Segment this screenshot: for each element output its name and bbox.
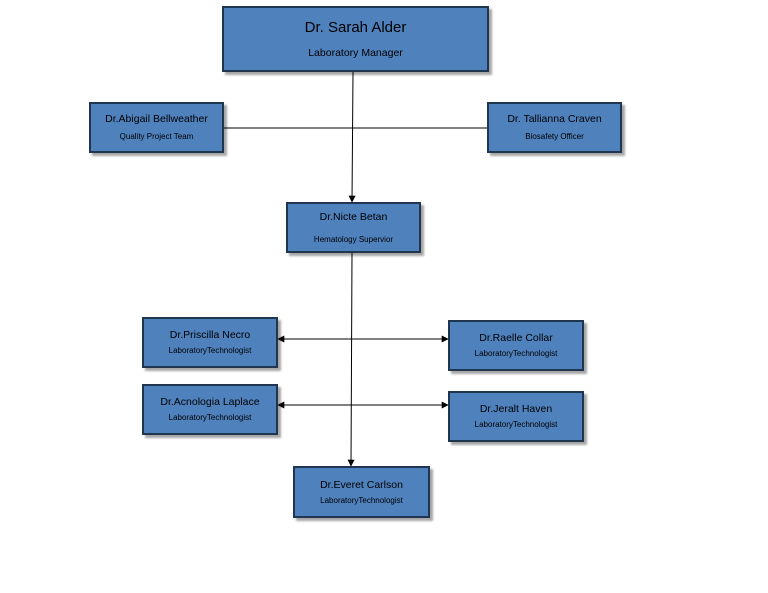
supervisor-name: Dr.Nicte Betan bbox=[319, 210, 388, 223]
technologist-name: Dr.Acnologia Laplace bbox=[160, 396, 260, 408]
quality-team-name: Dr.Abigail Bellweather bbox=[105, 113, 208, 125]
biosafety-officer-name: Dr. Tallianna Craven bbox=[507, 113, 602, 125]
technologist-box-haven: Dr.Jeralt Haven LaboratoryTechnologist bbox=[448, 391, 584, 442]
technologist-name: Dr.Raelle Collar bbox=[479, 332, 553, 344]
manager-name: Dr. Sarah Alder bbox=[304, 19, 407, 36]
quality-team-box: Dr.Abigail Bellweather Quality Project T… bbox=[89, 102, 224, 153]
technologist-role: LaboratoryTechnologist bbox=[168, 413, 252, 422]
technologist-box-necro: Dr.Priscilla Necro LaboratoryTechnologis… bbox=[142, 317, 278, 368]
manager-role: Laboratory Manager bbox=[308, 47, 403, 59]
supervisor-to-carlson-arrow bbox=[347, 252, 355, 467]
technologist-name: Dr.Jeralt Haven bbox=[479, 403, 553, 415]
technologist-box-carlson: Dr.Everet Carlson LaboratoryTechnologist bbox=[293, 466, 430, 518]
technologist-role: LaboratoryTechnologist bbox=[474, 420, 558, 429]
technologist-role: LaboratoryTechnologist bbox=[474, 349, 558, 358]
technologist-role: LaboratoryTechnologist bbox=[168, 346, 252, 355]
biosafety-officer-role: Biosafety Officer bbox=[525, 132, 584, 141]
supervisor-role: Hematology Supervior bbox=[313, 234, 394, 244]
quality-team-role: Quality Project Team bbox=[119, 132, 194, 141]
manager-to-supervisor-arrow bbox=[348, 71, 356, 203]
technologist-box-collar: Dr.Raelle Collar LaboratoryTechnologist bbox=[448, 320, 584, 371]
supervisor-box: Dr.Nicte Betan Hematology Supervior bbox=[286, 202, 421, 253]
technologist-name: Dr.Everet Carlson bbox=[320, 478, 403, 491]
technologist-role: LaboratoryTechnologist bbox=[320, 495, 403, 505]
technologist-box-laplace: Dr.Acnologia Laplace LaboratoryTechnolog… bbox=[142, 384, 278, 435]
biosafety-officer-box: Dr. Tallianna Craven Biosafety Officer bbox=[487, 102, 622, 153]
technologist-name: Dr.Priscilla Necro bbox=[169, 329, 251, 341]
manager-box: Dr. Sarah Alder Laboratory Manager bbox=[222, 6, 489, 72]
